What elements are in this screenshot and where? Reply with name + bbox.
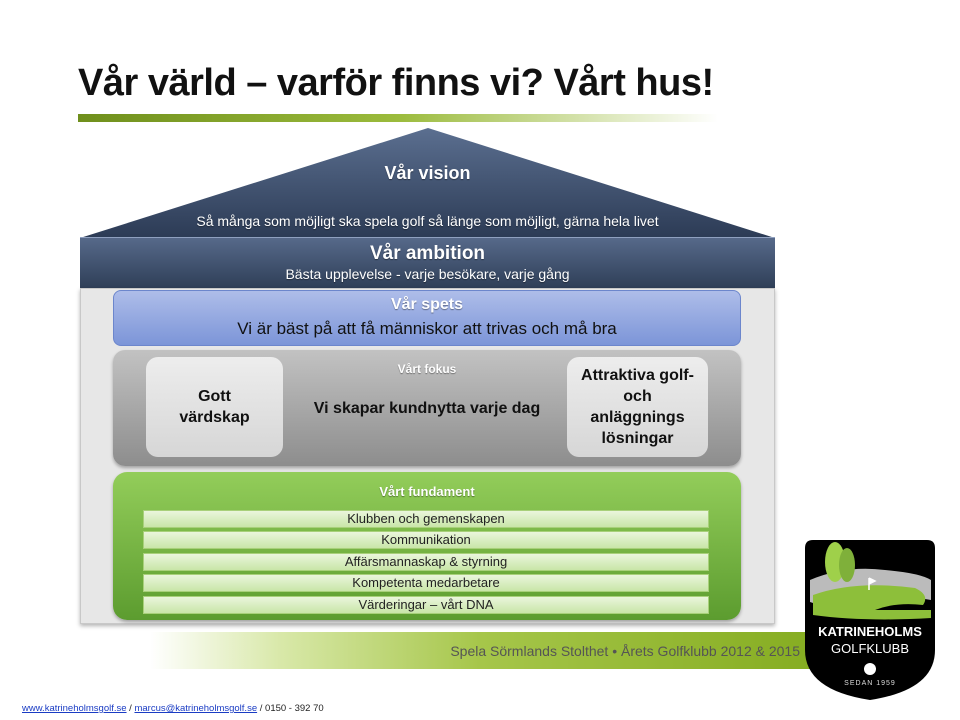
fokus-heading: Vårt fokus	[397, 362, 457, 376]
contact-line: www.katrineholmsgolf.se / marcus@katrine…	[22, 703, 324, 714]
spets-text: Vi är bäst på att få människor att triva…	[237, 319, 617, 338]
vision-text: Så många som möjligt ska spela golf så l…	[196, 213, 659, 229]
website-link[interactable]: www.katrineholmsgolf.se	[22, 703, 127, 714]
fundament-item: Värderingar – vårt DNA	[143, 596, 709, 614]
separator: /	[257, 703, 266, 714]
fundament-item: Kompetenta medarbetare	[143, 574, 709, 592]
title-underline	[78, 114, 718, 122]
fokus-right-box: Attraktiva golf- och anläggnings lösning…	[567, 357, 708, 457]
slide-title: Vår värld – varför finns vi? Vårt hus!	[78, 62, 714, 104]
logo-sub: GOLFKLUBB	[830, 641, 910, 656]
fokus-right-text: Attraktiva golf- och anläggnings lösning…	[581, 367, 694, 447]
fundament-item: Kommunikation	[143, 531, 709, 549]
fundament-box: Vårt fundament Klubben och gemenskapen K…	[113, 472, 741, 620]
fokus-box: Vårt fokus Vi skapar kundnytta varje dag…	[113, 350, 741, 466]
spets-heading: Vår spets	[390, 296, 464, 313]
footer-tagline: Spela Sörmlands Stolthet • Årets Golfklu…	[450, 643, 800, 659]
spets-box: Vår spets Vi är bäst på att få människor…	[113, 290, 741, 346]
footer-band	[150, 632, 810, 669]
ambition-text: Bästa upplevelse - varje besökare, varje…	[285, 266, 570, 282]
logo-since: SEDAN 1959	[844, 680, 896, 687]
logo-name: KATRINEHOLMS	[818, 624, 922, 639]
separator: /	[126, 703, 135, 714]
house-roof	[80, 128, 775, 238]
fundament-item: Klubben och gemenskapen	[143, 510, 709, 528]
phone-number: 0150 - 392 70	[265, 703, 324, 714]
fokus-text: Vi skapar kundnytta varje dag	[313, 400, 541, 417]
vision-heading: Vår vision	[384, 163, 471, 183]
ambition-band: Vår ambition Bästa upplevelse - varje be…	[80, 237, 775, 288]
fundament-heading: Vårt fundament	[379, 484, 475, 499]
fokus-left-box: Gott värdskap	[146, 357, 283, 457]
ambition-heading: Vår ambition	[369, 243, 486, 264]
fundament-item: Affärsmannaskap & styrning	[143, 553, 709, 571]
email-link[interactable]: marcus@katrineholmsgolf.se	[134, 703, 258, 714]
fokus-left-text: Gott värdskap	[179, 388, 250, 426]
club-logo	[805, 540, 935, 700]
